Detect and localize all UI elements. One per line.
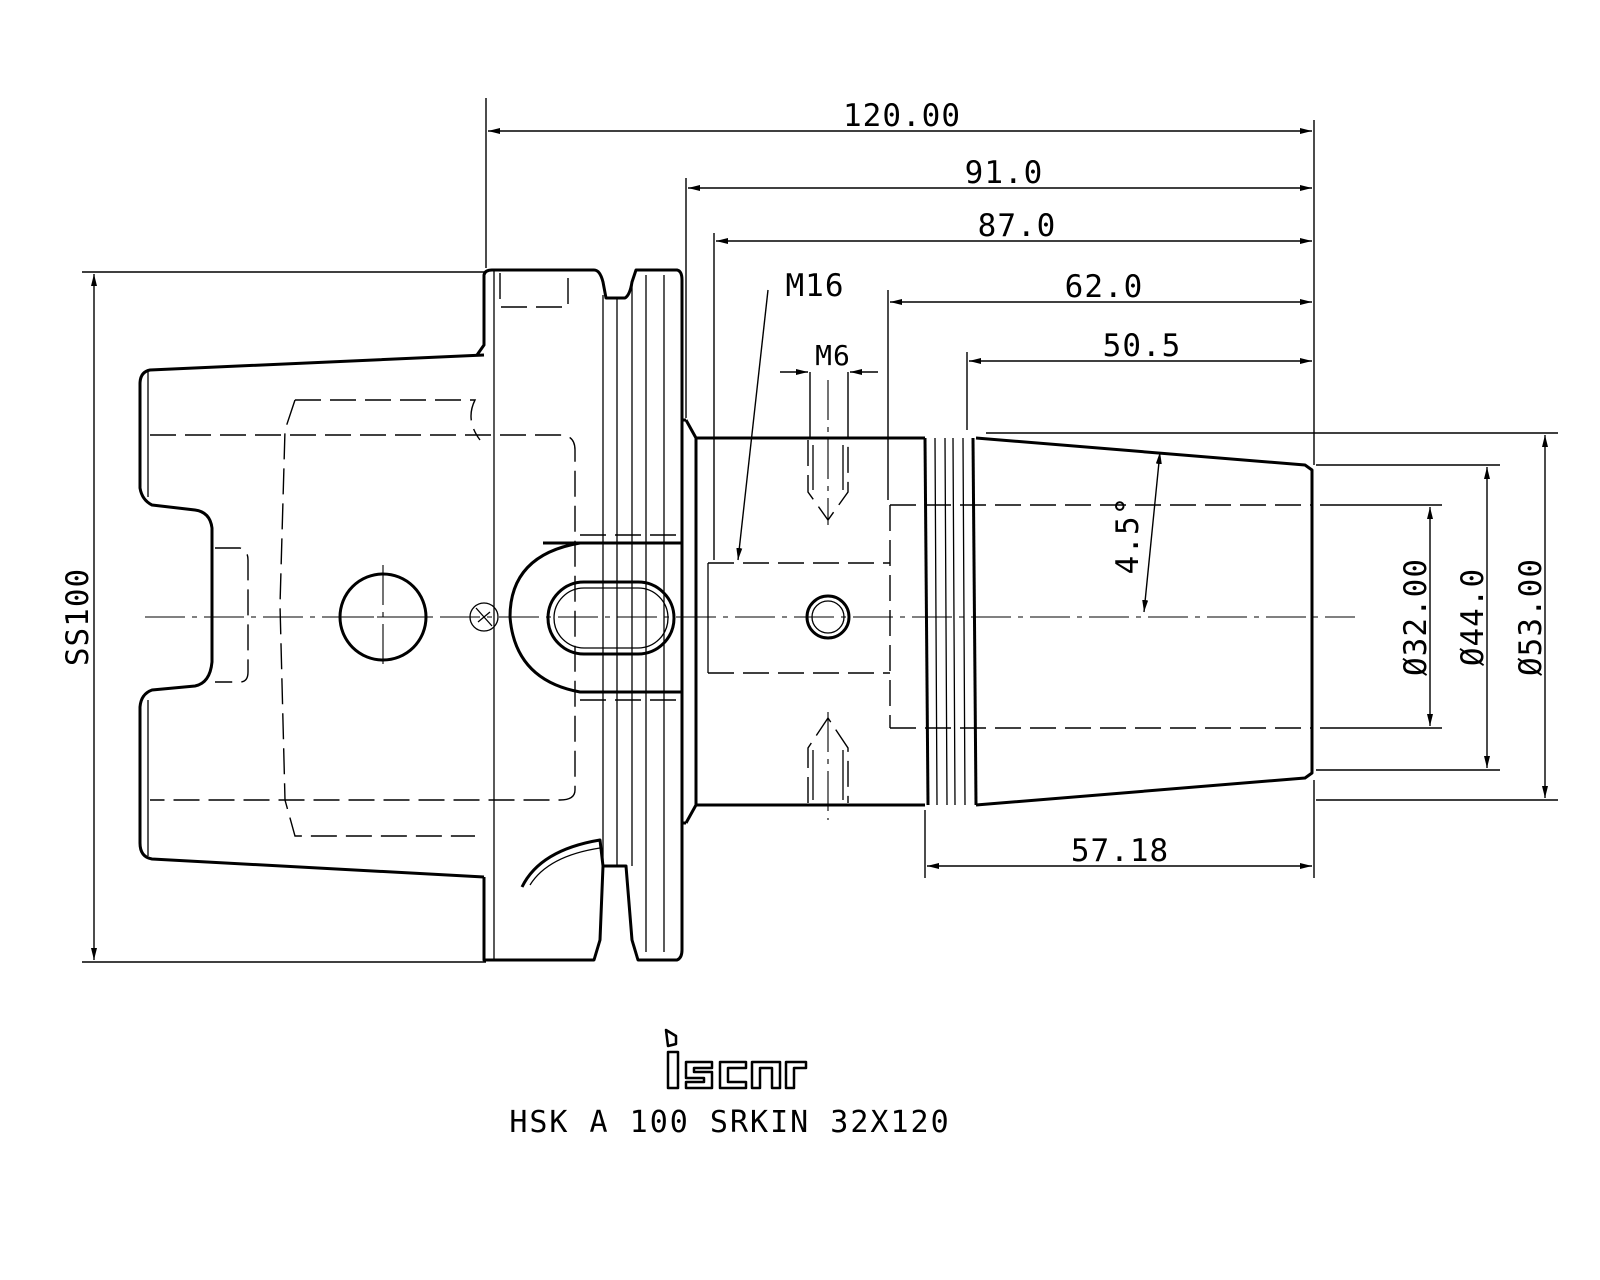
dim-50-5: 50.5 (1103, 328, 1182, 364)
dim-87: 87.0 (978, 208, 1057, 244)
dim-57-18: 57.18 (1071, 833, 1169, 869)
dim-ss100: SS100 (60, 568, 96, 666)
dimension-labels: 120.00 91.0 87.0 62.0 50.5 M16 M6 57.18 … (60, 98, 1549, 869)
dim-angle: 4.5° (1110, 496, 1146, 575)
dim-62: 62.0 (1065, 269, 1144, 305)
tool-holder-body (138, 268, 1355, 962)
collet-nose (684, 380, 1314, 824)
dimension-lines (82, 98, 1558, 963)
dim-91: 91.0 (965, 155, 1044, 191)
dim-m16: M16 (786, 268, 845, 304)
dim-m6: M6 (815, 339, 851, 372)
dim-d44: Ø44.0 (1455, 568, 1491, 666)
iscar-logo (664, 1028, 808, 1090)
dim-120: 120.00 (843, 98, 961, 134)
flange (469, 268, 686, 962)
part-caption: HSK A 100 SRKIN 32X120 (509, 1105, 950, 1140)
dim-d53: Ø53.00 (1513, 558, 1549, 676)
dim-d32: Ø32.00 (1398, 558, 1434, 676)
hsk-taper-shank (138, 353, 576, 879)
